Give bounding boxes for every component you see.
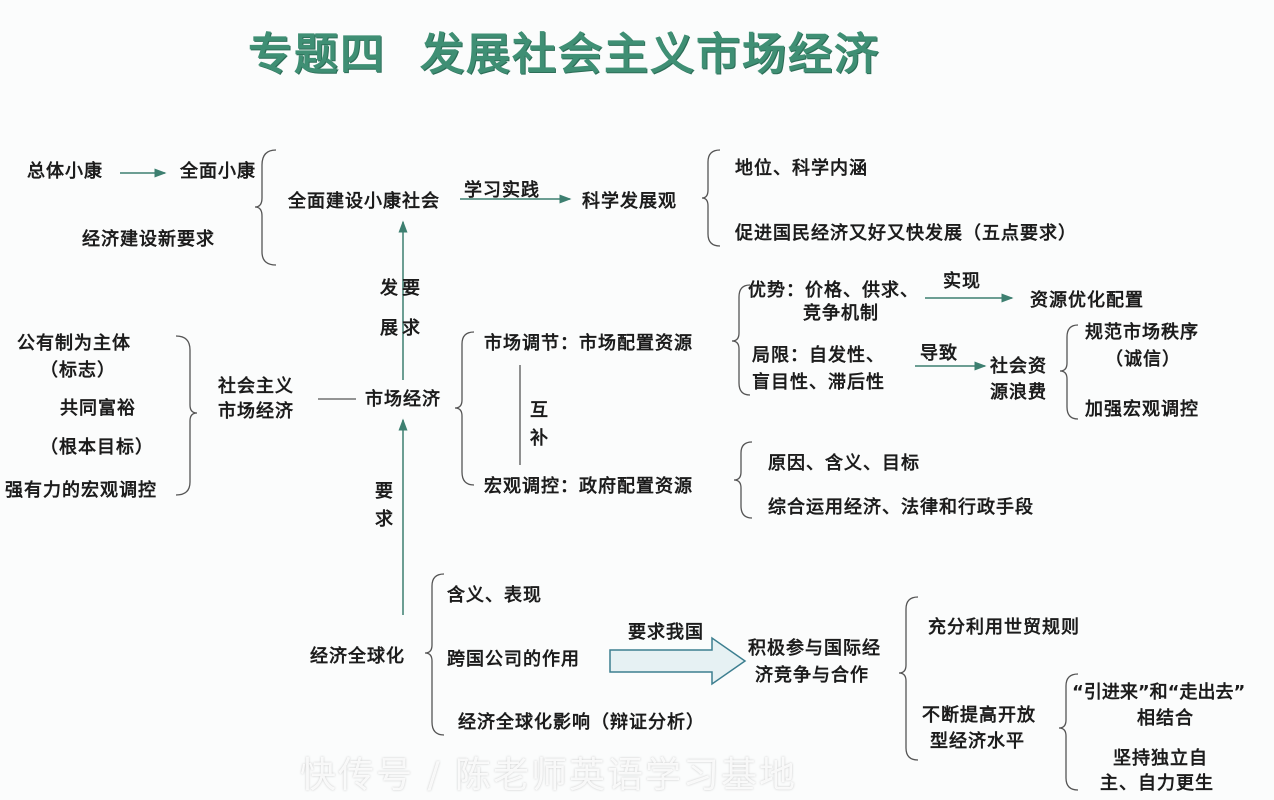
bracket-9 [898, 596, 919, 761]
node-yuanyin: 原因、含义、目标 [768, 453, 920, 474]
node-jianchi-2: 主、自力更生 [1100, 773, 1214, 794]
title-part2: 发展社会主义市场经济 [420, 29, 880, 80]
node-yinjin-2: 相结合 [1137, 708, 1194, 729]
node-youshi: 优势：价格、供求、 [748, 280, 919, 301]
hollow-arrow-yaoqiu [609, 636, 747, 686]
node-yinjin-1: “引进来”和“走出去” [1072, 682, 1246, 703]
node-quanqiuhua: 经济全球化 [310, 646, 405, 667]
label-zhanqiu: 展求 [380, 318, 424, 339]
title-part1: 专题四 [248, 29, 386, 80]
label-bu: 补 [530, 428, 549, 449]
node-buduan-2: 型经济水平 [930, 731, 1025, 752]
node-jingjijianshe: 经济建设新要求 [82, 229, 215, 250]
node-shehuizhuyi: 社会主义 [218, 376, 294, 397]
node-jingzheng: 竞争机制 [803, 303, 879, 324]
node-jiaqiang: 加强宏观调控 [1085, 399, 1199, 420]
label-shixian: 实现 [943, 271, 981, 292]
watermark: 快传号 / 陈老师英语学习基地 [300, 755, 798, 796]
node-juxian-1: 局限：自发性、 [752, 345, 885, 366]
node-biaozhi: （标志） [40, 360, 116, 381]
label-yao: 要 [375, 481, 394, 502]
bracket-8 [424, 573, 445, 736]
bracket-5 [731, 284, 751, 396]
node-gongyouzhi: 公有制为主体 [17, 333, 131, 354]
node-jiji-1: 积极参与国际经 [748, 638, 881, 659]
node-guifan: 规范市场秩序 [1085, 322, 1199, 343]
diagram-title: 专题四发展社会主义市场经济 [248, 18, 880, 82]
node-kexue: 科学发展观 [582, 191, 677, 212]
label-xuexishijian: 学习实践 [464, 180, 540, 201]
node-zongti: 总体小康 [27, 161, 103, 182]
node-qiangyouli: 强有力的宏观调控 [5, 480, 157, 501]
node-genben: （根本目标） [40, 437, 154, 458]
bracket-6 [1059, 324, 1079, 420]
node-diwei: 地位、科学内涵 [735, 158, 868, 179]
node-jianchi-1: 坚持独立自 [1113, 748, 1208, 769]
bracket-10 [1058, 673, 1079, 791]
node-shichangtiaojie: 市场调节：市场配置资源 [484, 333, 693, 354]
label-fayao: 发要 [380, 278, 424, 299]
node-shichangjingji: 市场经济 [365, 389, 441, 410]
node-yingxiang: 经济全球化影响（辩证分析） [458, 712, 705, 733]
node-kuaguo: 跨国公司的作用 [447, 649, 580, 670]
node-gongtong: 共同富裕 [60, 398, 136, 419]
bracket-2 [701, 149, 721, 247]
node-jiji-2: 济竞争与合作 [755, 665, 869, 686]
bracket-1 [254, 149, 277, 266]
node-buduan-1: 不断提高开放 [922, 705, 1036, 726]
node-shichangjingji-left: 市场经济 [218, 401, 294, 422]
node-quanmian: 全面小康 [180, 161, 256, 182]
bracket-4 [454, 331, 475, 486]
node-chengxin: （诚信） [1105, 349, 1181, 370]
label-hu: 互 [530, 400, 549, 421]
label-daozhi: 导致 [920, 343, 958, 364]
node-chongfen: 充分利用世贸规则 [928, 617, 1080, 638]
node-langfei-1: 社会资 [990, 356, 1047, 377]
bracket-3 [175, 335, 198, 496]
label-yaoqiuwoguo: 要求我国 [628, 622, 704, 643]
label-qiu: 求 [375, 509, 394, 530]
node-quanmianjianshe: 全面建设小康社会 [288, 191, 440, 212]
node-hongguantiaokong: 宏观调控：政府配置资源 [484, 476, 693, 497]
bracket-7 [733, 441, 753, 519]
node-juxian-2: 盲目性、滞后性 [752, 372, 885, 393]
node-langfei-2: 源浪费 [990, 382, 1047, 403]
node-hanyi: 含义、表现 [447, 585, 542, 606]
node-zonghe: 综合运用经济、法律和行政手段 [768, 497, 1034, 518]
node-ziyuanyouhua: 资源优化配置 [1030, 290, 1144, 311]
node-cujin: 促进国民经济又好又快发展（五点要求） [735, 223, 1077, 244]
